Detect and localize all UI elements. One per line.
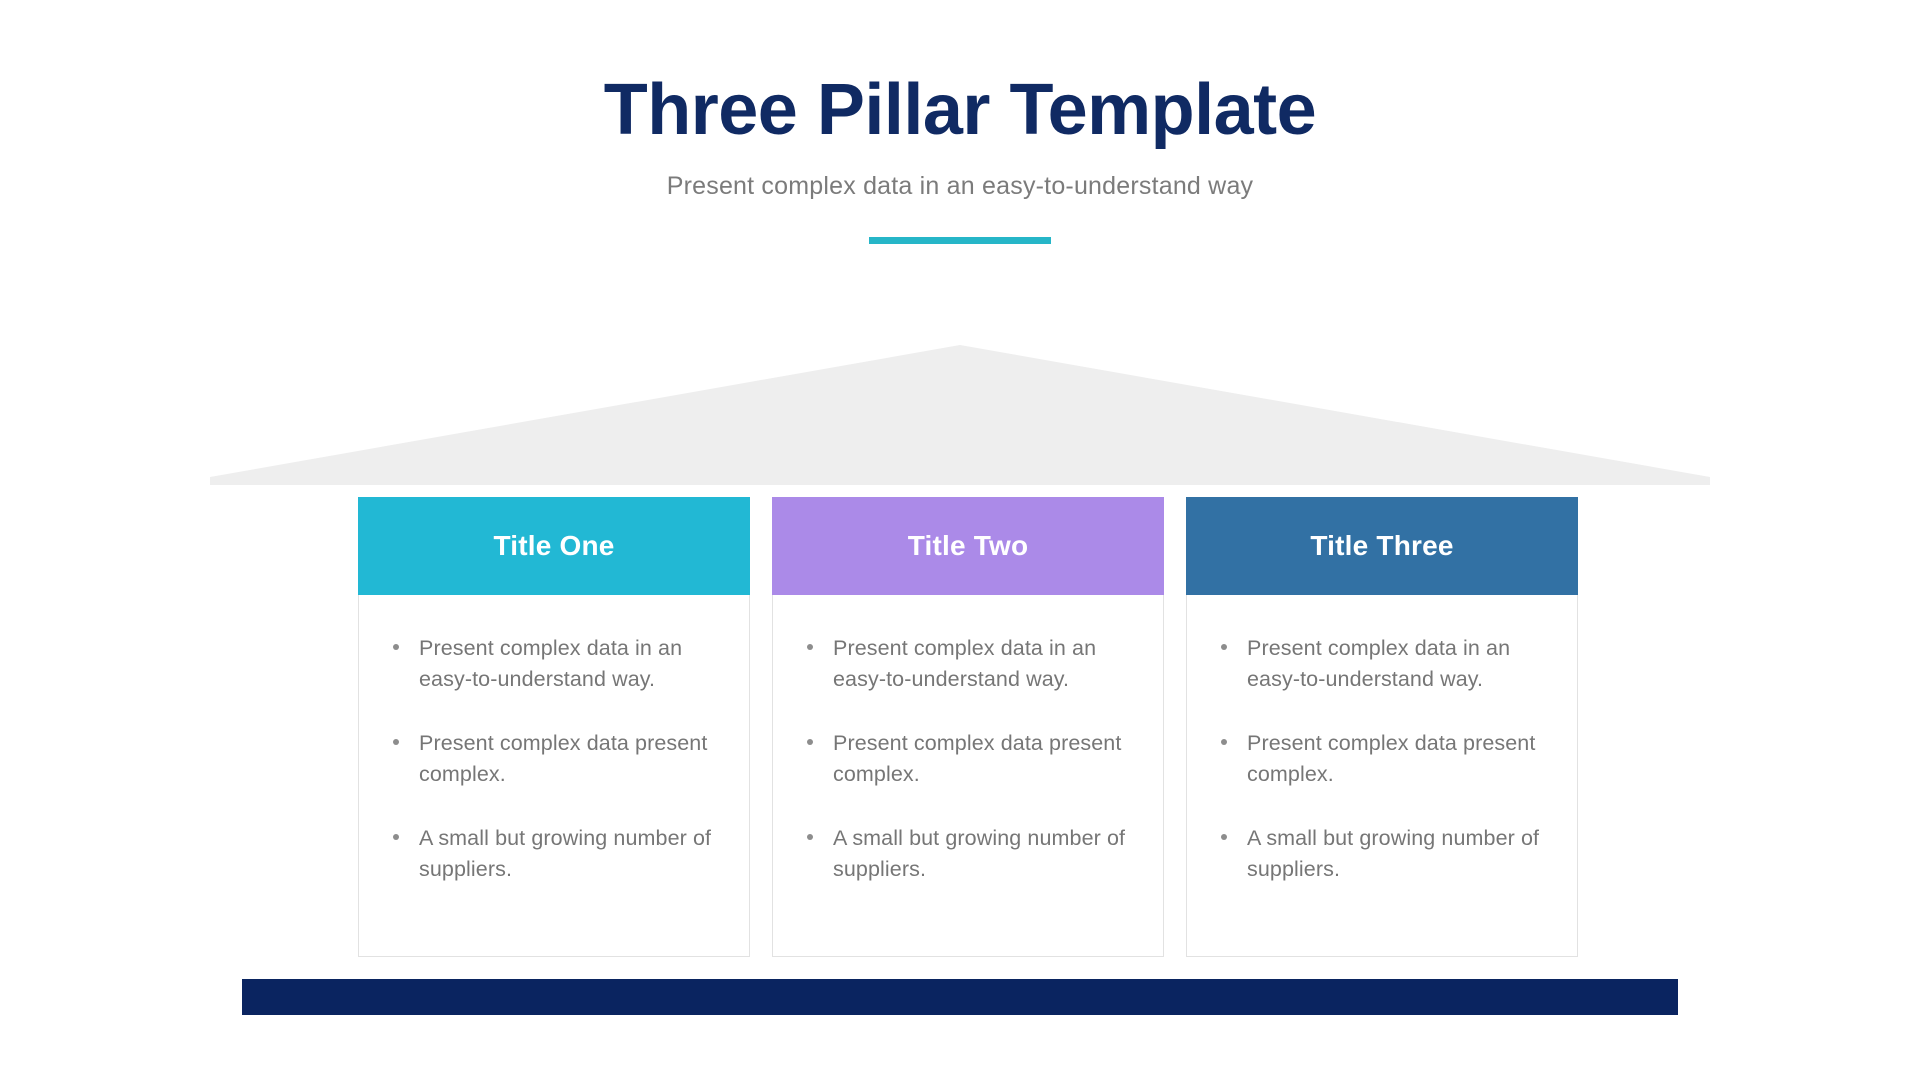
list-item: Present complex data in an easy-to-under… bbox=[1217, 633, 1547, 694]
list-item: A small but growing number of suppliers. bbox=[1217, 823, 1547, 884]
pillar-body-one: Present complex data in an easy-to-under… bbox=[358, 595, 750, 957]
accent-divider bbox=[869, 236, 1051, 244]
pillar-title-one: Title One bbox=[493, 530, 615, 561]
bullet-dot-icon bbox=[1221, 644, 1227, 650]
list-item: Present complex data in an easy-to-under… bbox=[803, 633, 1133, 694]
foundation-bar bbox=[242, 979, 1678, 1015]
bullet-text: Present complex data in an easy-to-under… bbox=[1247, 636, 1511, 691]
pillar-header-one[interactable]: Title One bbox=[358, 497, 750, 595]
bullet-dot-icon bbox=[807, 739, 813, 746]
pillar-card-two[interactable]: Title Two Present complex data in an eas… bbox=[772, 497, 1164, 957]
bullet-text: Present complex data in an easy-to-under… bbox=[419, 636, 683, 691]
bullet-list-one: Present complex data in an easy-to-under… bbox=[389, 633, 719, 884]
bullet-dot-icon bbox=[393, 834, 399, 841]
pillar-title-two: Title Two bbox=[907, 530, 1029, 561]
bullet-list-two: Present complex data in an easy-to-under… bbox=[803, 633, 1133, 884]
bullet-text: Present complex data in an easy-to-under… bbox=[833, 636, 1097, 691]
bullet-dot-icon bbox=[1221, 834, 1227, 841]
bullet-text: Present complex data present complex. bbox=[1247, 731, 1536, 786]
roof-triangle-icon bbox=[210, 345, 1710, 485]
pillar-title-three: Title Three bbox=[1310, 530, 1454, 561]
pillar-card-one[interactable]: Title One Present complex data in an eas… bbox=[358, 497, 750, 957]
pillar-header-two[interactable]: Title Two bbox=[772, 497, 1164, 595]
list-item: Present complex data present complex. bbox=[389, 728, 719, 789]
page-title: Three Pillar Template bbox=[603, 70, 1317, 150]
list-item: A small but growing number of suppliers. bbox=[803, 823, 1133, 884]
bullet-text: Present complex data present complex. bbox=[833, 731, 1122, 786]
bullet-text: A small but growing number of suppliers. bbox=[1247, 826, 1540, 881]
pillar-header-three[interactable]: Title Three bbox=[1186, 497, 1578, 595]
list-item: Present complex data present complex. bbox=[803, 728, 1133, 789]
bullet-dot-icon bbox=[1221, 739, 1227, 746]
slide-header: Three Pillar Template Present complex da… bbox=[0, 70, 1920, 244]
pillar-body-three: Present complex data in an easy-to-under… bbox=[1186, 595, 1578, 957]
pillar-body-two: Present complex data in an easy-to-under… bbox=[772, 595, 1164, 957]
pediment-roof bbox=[210, 345, 1710, 485]
list-item: A small but growing number of suppliers. bbox=[389, 823, 719, 884]
bullet-dot-icon bbox=[393, 644, 399, 650]
page-subtitle: Present complex data in an easy-to-under… bbox=[666, 171, 1254, 200]
pillar-card-three[interactable]: Title Three Present complex data in an e… bbox=[1186, 497, 1578, 957]
list-item: Present complex data in an easy-to-under… bbox=[389, 633, 719, 694]
bullet-text: A small but growing number of suppliers. bbox=[833, 826, 1126, 881]
bullet-dot-icon bbox=[393, 739, 399, 746]
bullet-dot-icon bbox=[807, 644, 813, 650]
bullet-text: Present complex data present complex. bbox=[419, 731, 708, 786]
bullet-list-three: Present complex data in an easy-to-under… bbox=[1217, 633, 1547, 884]
bullet-text: A small but growing number of suppliers. bbox=[419, 826, 712, 881]
bullet-dot-icon bbox=[807, 834, 813, 841]
list-item: Present complex data present complex. bbox=[1217, 728, 1547, 789]
pillars-container: Title One Present complex data in an eas… bbox=[358, 497, 1578, 957]
